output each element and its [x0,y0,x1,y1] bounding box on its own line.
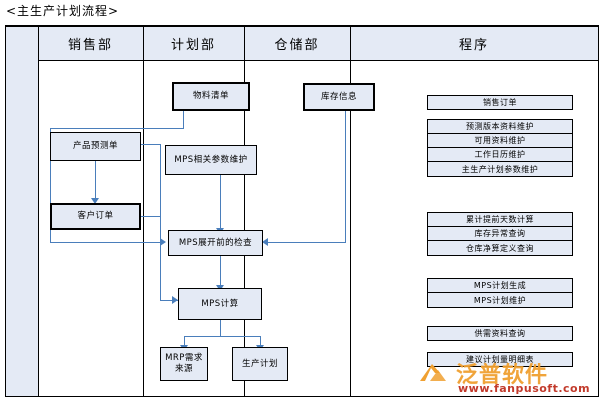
program-forecast-version-data[interactable]: 预测版本资料维护 [428,120,572,134]
connector-bus-down-to-calc [160,216,161,300]
node-bill-of-materials[interactable]: 物料清单 [172,82,250,111]
program-suggested-plan-detail[interactable]: 建议计划量明细表 [427,352,573,367]
program-available-data[interactable]: 可用资料维护 [428,134,572,148]
connector-bom-down [183,111,184,128]
connector-to-mrp [184,336,185,347]
column-divider-1 [38,26,39,396]
connector-inventory-down [345,111,346,242]
header-band [6,27,598,60]
arrowhead-into-mps-calc-left [172,296,178,304]
connector-trunk-left [50,128,51,242]
column-header-programs: 程序 [458,38,489,53]
arrowhead-into-precheck-right [262,238,268,246]
program-sales-order[interactable]: 销售订单 [427,95,573,110]
connector-bom-left [50,128,184,129]
left-spacer-column [6,60,38,396]
node-production-plan[interactable]: 生产计划 [232,347,288,381]
program-inventory-exception[interactable]: 库存异常查询 [428,227,572,241]
node-mps-parameters[interactable]: MPS相关参数维护 [165,145,257,175]
column-divider-4 [350,26,351,396]
node-mps-calculation[interactable]: MPS计算 [178,288,262,320]
node-customer-order[interactable]: 客户订单 [50,203,141,230]
program-mps-plan-maintain[interactable]: MPS计划维护 [473,295,527,305]
arrowhead-into-precheck-left [160,238,166,246]
program-mps-parameters[interactable]: 主生产计划参数维护 [461,164,539,174]
program-group-mps: MPS计划生成 MPS计划维护 [427,278,573,308]
header-separator [6,60,598,61]
connector-precheck-to-calc [220,256,221,288]
table-top-rule [5,25,599,27]
column-divider-3 [244,26,245,396]
node-mps-precheck[interactable]: MPS展开前的检查 [168,230,263,256]
program-work-calendar[interactable]: 工作日历维护 [428,148,572,162]
column-header-sales: 销售部 [67,38,113,53]
program-cumulative-lead-time[interactable]: 累计提前天数计算 [428,213,572,227]
column-divider-2 [143,26,144,396]
node-mrp-requirement-source[interactable]: MRP需求来源 [160,347,208,381]
program-group-inventory: 累计提前天数计算 库存异常查询 仓库净算定义查询 [427,212,573,256]
connector-bus-into-calc [160,300,178,301]
node-product-forecast[interactable]: 产品预测单 [50,132,141,161]
program-supply-demand-query[interactable]: 供需资料查询 [427,326,573,341]
column-header-planning: 计划部 [170,38,216,53]
connector-inventory-left [268,242,346,243]
connector-order-right [141,216,161,217]
connector-trunk-to-precheck [50,242,160,243]
connector-forecast-to-order [95,161,96,200]
connector-params-to-precheck [220,175,221,230]
arrowhead-into-customer-order [91,198,99,204]
connector-calc-down [220,320,221,336]
node-inventory-info[interactable]: 库存信息 [303,83,375,111]
program-warehouse-net-define[interactable]: 仓库净算定义查询 [466,243,534,253]
connector-forecast-bus [160,144,161,229]
program-group-master-data: 预测版本资料维护 可用资料维护 工作日历维护 主生产计划参数维护 [427,119,573,177]
column-header-warehouse: 仓储部 [274,38,320,53]
connector-calc-split [184,336,261,337]
connector-forecast-right [141,144,161,145]
connector-to-production-plan [260,336,261,347]
program-mps-plan-generate[interactable]: MPS计划生成 [428,279,572,293]
page-title: <主生产计划流程> [6,4,120,18]
